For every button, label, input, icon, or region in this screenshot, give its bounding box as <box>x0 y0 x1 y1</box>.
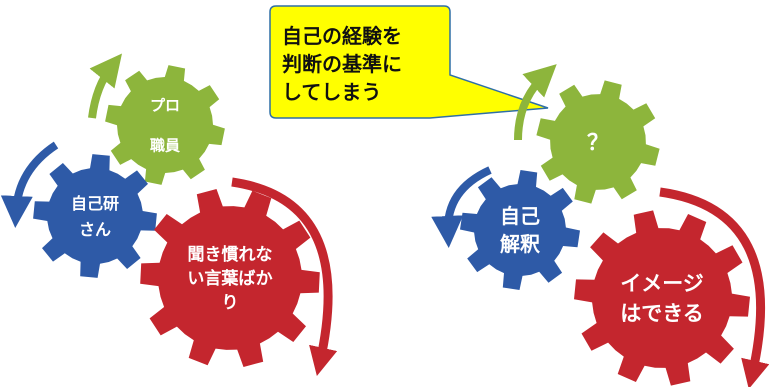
gear-label: 聞き慣れな <box>188 244 273 265</box>
gear-label: り <box>222 293 239 313</box>
gear-label: 解釈 <box>500 232 541 256</box>
red-gear-shape <box>140 189 320 367</box>
red-gear-shape <box>574 210 750 386</box>
green-gear-shape <box>536 80 660 204</box>
blue-gear-shape <box>33 154 157 278</box>
gear-label: プロ <box>150 96 180 114</box>
gear-label: 自己研 <box>71 194 119 213</box>
green-gear-shape <box>105 65 225 185</box>
gear-label: さん <box>79 220 111 239</box>
gear-label: イメージ <box>620 272 704 296</box>
left-blue-arrow <box>0 141 59 228</box>
callout-line: 判断の基準に <box>282 52 402 76</box>
right-red-arrow <box>659 187 770 390</box>
gear-label: い言葉ばか <box>187 268 272 289</box>
callout-line: してしまう <box>282 80 382 104</box>
callout-bubble <box>269 5 549 119</box>
right-blue-arrow <box>431 166 492 248</box>
gear-label: はできる <box>620 302 704 326</box>
blue-gear-shape <box>460 170 580 290</box>
gear-label: ？ <box>587 131 609 156</box>
callout-line: 自己の経験を <box>282 24 402 48</box>
left-red-arrow <box>231 177 338 377</box>
gear-label: 自己 <box>500 204 540 228</box>
callout-text: 自己の経験を 判断の基準に してしまう <box>282 22 442 106</box>
right-green-gear: ？ <box>536 80 660 204</box>
left-green-arrow <box>88 53 122 119</box>
gear-label: 職員 <box>150 136 180 154</box>
right-green-arrow <box>514 64 557 141</box>
